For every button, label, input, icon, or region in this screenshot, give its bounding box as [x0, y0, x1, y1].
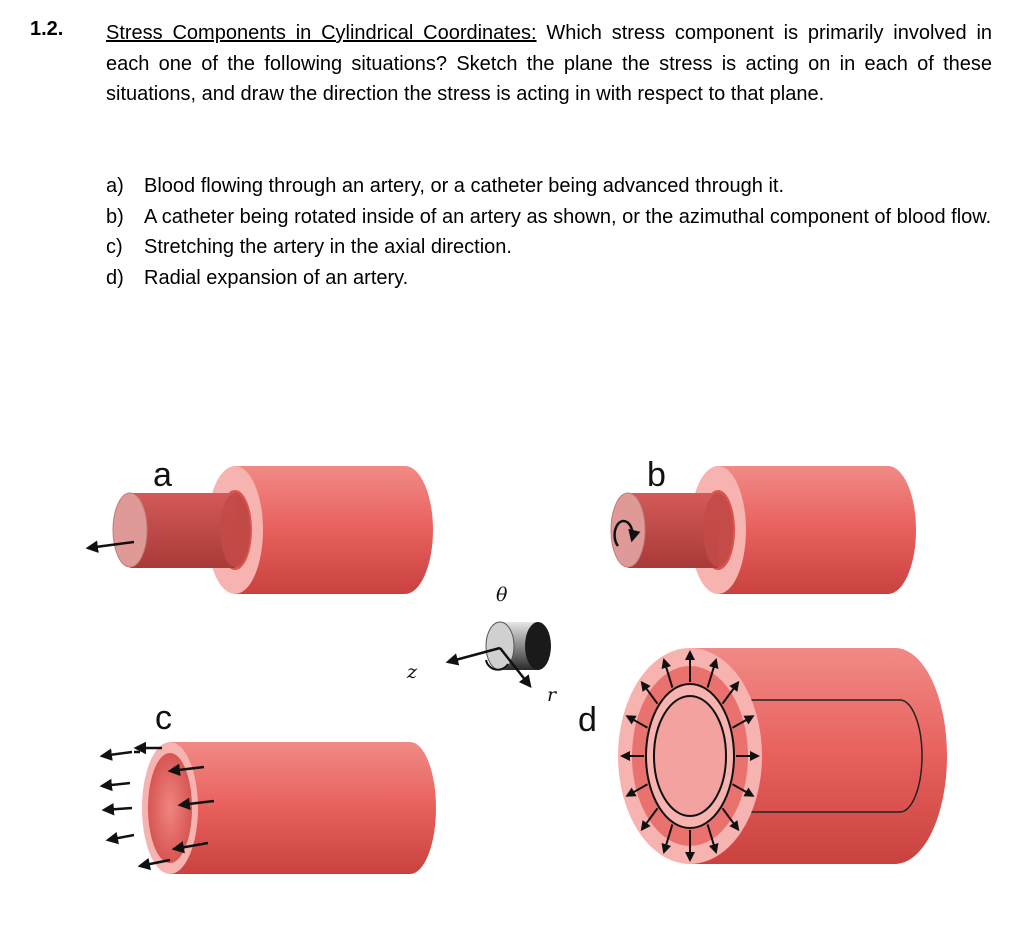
panel-b-label: b: [647, 456, 666, 494]
panel-d-radial-arrow: [661, 824, 674, 855]
problem-statement: Stress Components in Cylindrical Coordin…: [106, 18, 992, 110]
panel-c-inner-arrow: [177, 797, 215, 811]
panel-b-artery: b: [610, 456, 916, 594]
panel-d-radial-arrow: [661, 657, 674, 688]
panel-c-edge-arrow: [99, 748, 133, 761]
panel-c-inner-arrow: [167, 763, 205, 777]
coordinate-axes: θ z r: [406, 584, 558, 706]
part-d-label: d): [106, 266, 124, 289]
panel-b-rotation-arrow: [613, 519, 641, 547]
problem-number: 1.2.: [30, 18, 64, 40]
panel-d-radial-arrow: [706, 824, 719, 855]
panel-d-radial-arrow: [625, 783, 648, 797]
part-b-text: A catheter being rotated inside of an ar…: [144, 205, 992, 228]
panel-d-radial-arrow: [640, 807, 659, 832]
panel-d-radial-arrow: [721, 807, 740, 832]
part-c-label: c): [106, 236, 123, 258]
theta-arc: [485, 659, 509, 671]
part-d: d) Radial expansion of an artery.: [106, 263, 992, 294]
part-b-label: b): [106, 205, 124, 228]
problem-title: Stress Components in Cylindrical Coordin…: [106, 22, 537, 44]
panel-c-edge-arrow: [105, 831, 135, 845]
panel-d-radial-arrow: [732, 715, 755, 729]
part-a-text: Blood flowing through an artery, or a ca…: [144, 175, 785, 197]
panel-d-artery: d: [578, 648, 947, 864]
panel-d-radial-arrows: [620, 650, 760, 862]
part-d-text: Radial expansion of an artery.: [144, 266, 409, 289]
panel-c-edge-arrow: [101, 803, 133, 816]
panel-d-label: d: [578, 701, 597, 739]
z-label: z: [406, 661, 418, 683]
r-label: r: [547, 684, 558, 706]
panel-d-radial-arrow: [721, 680, 740, 705]
panel-d-radial-arrow: [640, 680, 659, 705]
part-a-label: a): [106, 175, 124, 197]
artery-stress-figure: a b θ z r: [85, 456, 947, 874]
panel-a-label: a: [153, 456, 172, 494]
panel-c-edge-arrow: [137, 857, 171, 871]
panel-c-artery: c: [99, 699, 436, 874]
parts-list: a) Blood flowing through an artery, or a …: [106, 171, 992, 293]
panel-d-radial-arrow: [625, 715, 648, 729]
theta-label: θ: [496, 584, 508, 606]
part-c-text: Stretching the artery in the axial direc…: [144, 236, 512, 258]
panel-c-inner-arrow: [171, 841, 209, 854]
z-axis-arrow: [445, 646, 501, 666]
part-b: b) A catheter being rotated inside of an …: [106, 202, 992, 233]
panel-c-label: c: [155, 699, 172, 737]
problem-text: Which stress component is primarily invo…: [106, 22, 993, 105]
panel-a-artery: a: [85, 456, 433, 594]
part-c: c) Stretching the artery in the axial dir…: [106, 232, 992, 263]
panel-c-edge-arrow: [99, 778, 131, 792]
r-axis-arrow: [499, 647, 532, 688]
part-a: a) Blood flowing through an artery, or a …: [106, 171, 992, 202]
panel-d-radial-arrow: [706, 657, 719, 688]
panel-a-axial-arrow: [85, 540, 135, 553]
panel-d-radial-arrow: [732, 783, 755, 797]
